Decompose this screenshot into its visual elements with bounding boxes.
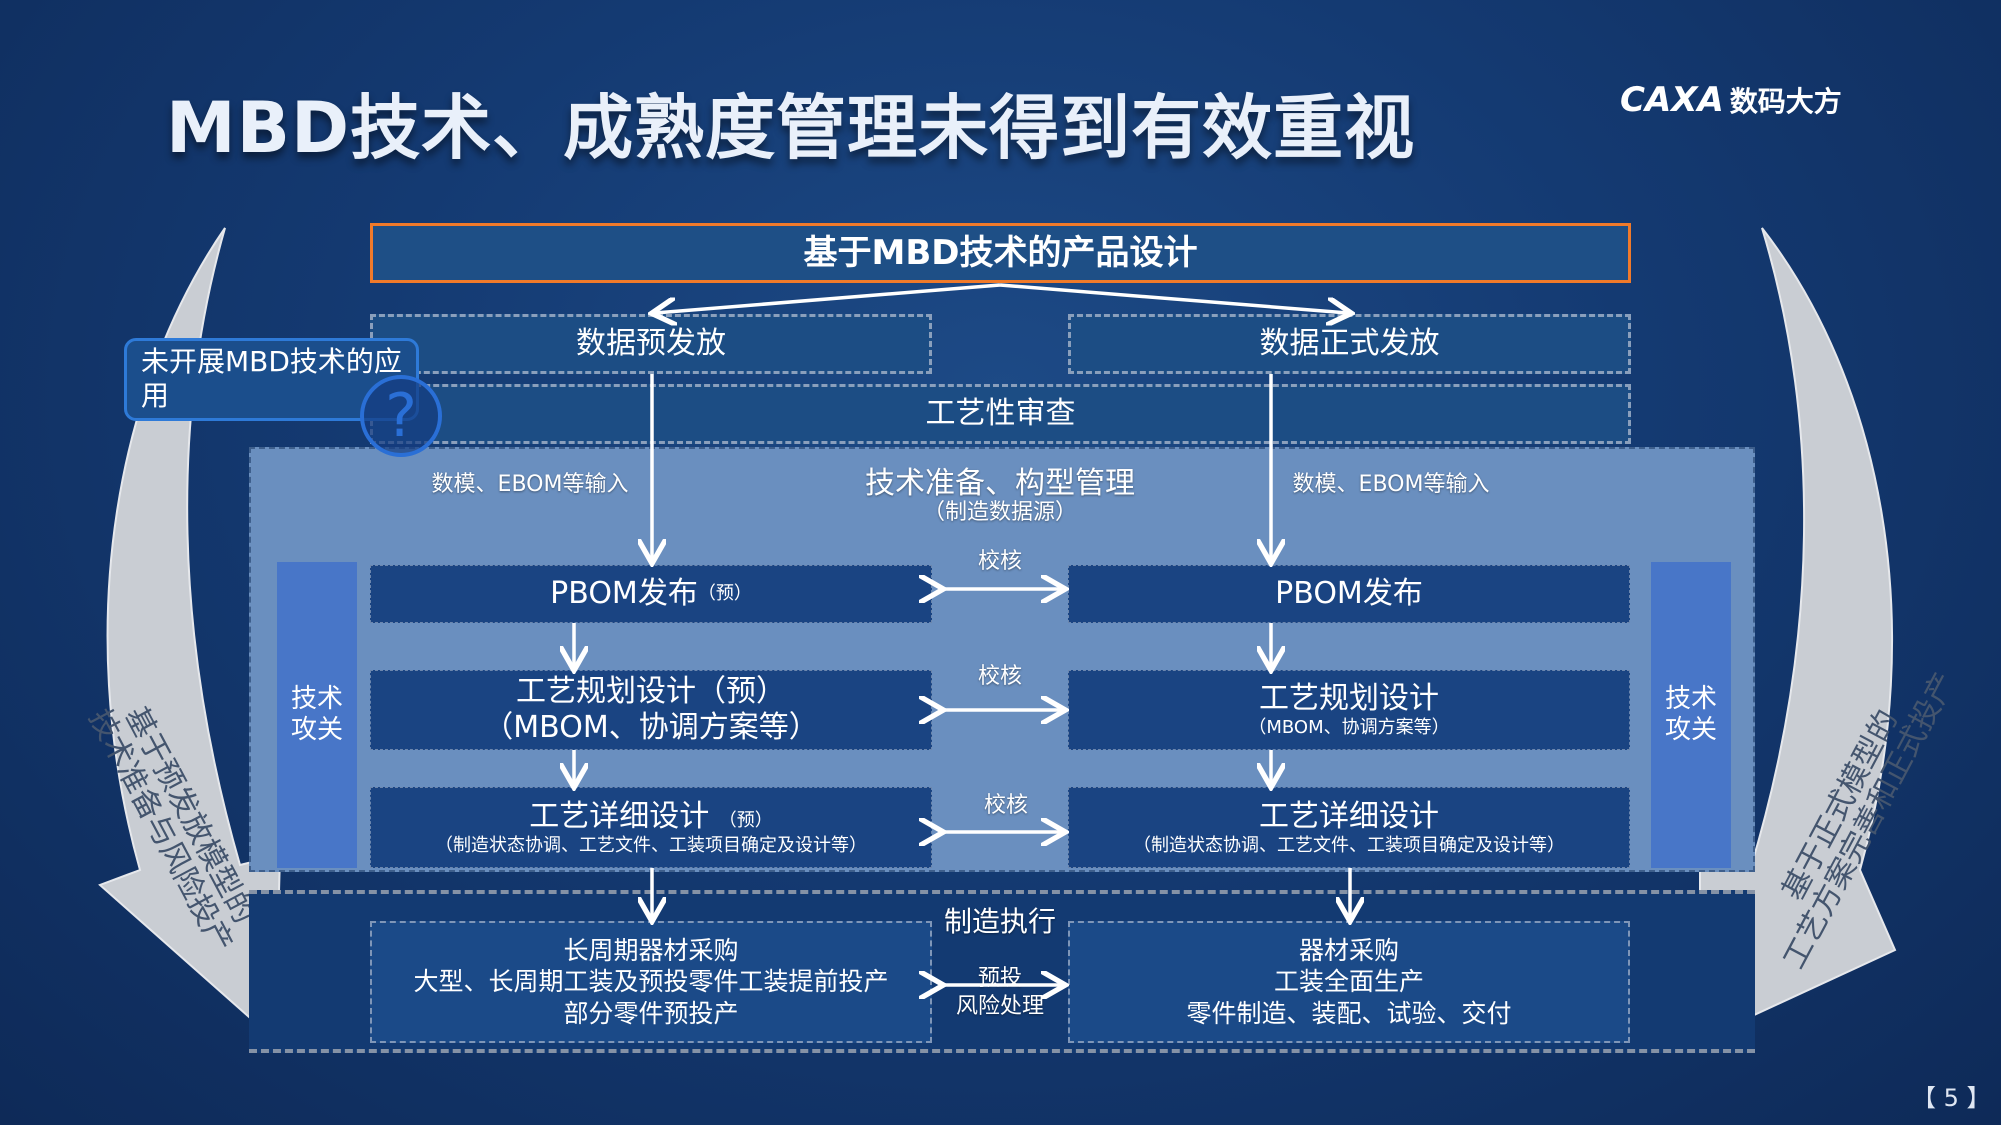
right-curved-arrow	[1699, 227, 1897, 1042]
tech-breakthrough-left: 技术攻关	[277, 562, 357, 868]
tech-breakthrough-right: 技术攻关	[1651, 562, 1731, 868]
slide-title: MBD技术、成熟度管理未得到有效重视	[166, 87, 1416, 169]
process-detail-pre-box: 工艺详细设计 （预）（制造状态协调、工艺文件、工装项目确定及设计等）	[370, 787, 932, 868]
check-label-2: 校核	[977, 664, 1023, 689]
risk-label-2: 风险处理	[955, 994, 1045, 1019]
logo-brand: CAXA	[1620, 80, 1724, 120]
process-detail-box: 工艺详细设计（制造状态协调、工艺文件、工装项目确定及设计等）	[1068, 787, 1630, 868]
question-icon: ?	[360, 375, 442, 457]
pbom-box: PBOM发布	[1068, 565, 1630, 623]
center-sublabel: （制造数据源）	[922, 500, 1078, 525]
pre-release-box: 数据预发放	[370, 314, 932, 374]
logo-name: 数码大方	[1729, 85, 1842, 118]
manufacturing-label: 制造执行	[943, 905, 1057, 938]
center-label: 技术准备、构型管理	[865, 466, 1135, 501]
pbom-pre-box: PBOM发布（预）	[370, 565, 932, 623]
check-label-1: 校核	[977, 549, 1023, 574]
mbd-callout: 未开展MBD技术的应用	[124, 338, 419, 421]
input-label-left: 数模、EBOM等输入	[431, 472, 629, 497]
full-production-box: 器材采购工装全面生产零件制造、装配、试验、交付	[1068, 921, 1630, 1043]
product-design-box: 基于MBD技术的产品设计	[370, 223, 1631, 283]
input-label-right: 数模、EBOM等输入	[1292, 472, 1490, 497]
long-cycle-box: 长周期器材采购大型、长周期工装及预投零件工装提前投产部分零件预投产	[370, 921, 932, 1043]
process-review-box: 工艺性审查	[370, 384, 1631, 444]
check-label-3: 校核	[983, 793, 1029, 818]
page-number: 【 5 】	[1912, 1084, 1991, 1112]
process-plan-box: 工艺规划设计（MBOM、协调方案等）	[1068, 670, 1630, 750]
formal-release-box: 数据正式发放	[1068, 314, 1631, 374]
process-plan-pre-box: 工艺规划设计（预）（MBOM、协调方案等）	[370, 670, 932, 750]
